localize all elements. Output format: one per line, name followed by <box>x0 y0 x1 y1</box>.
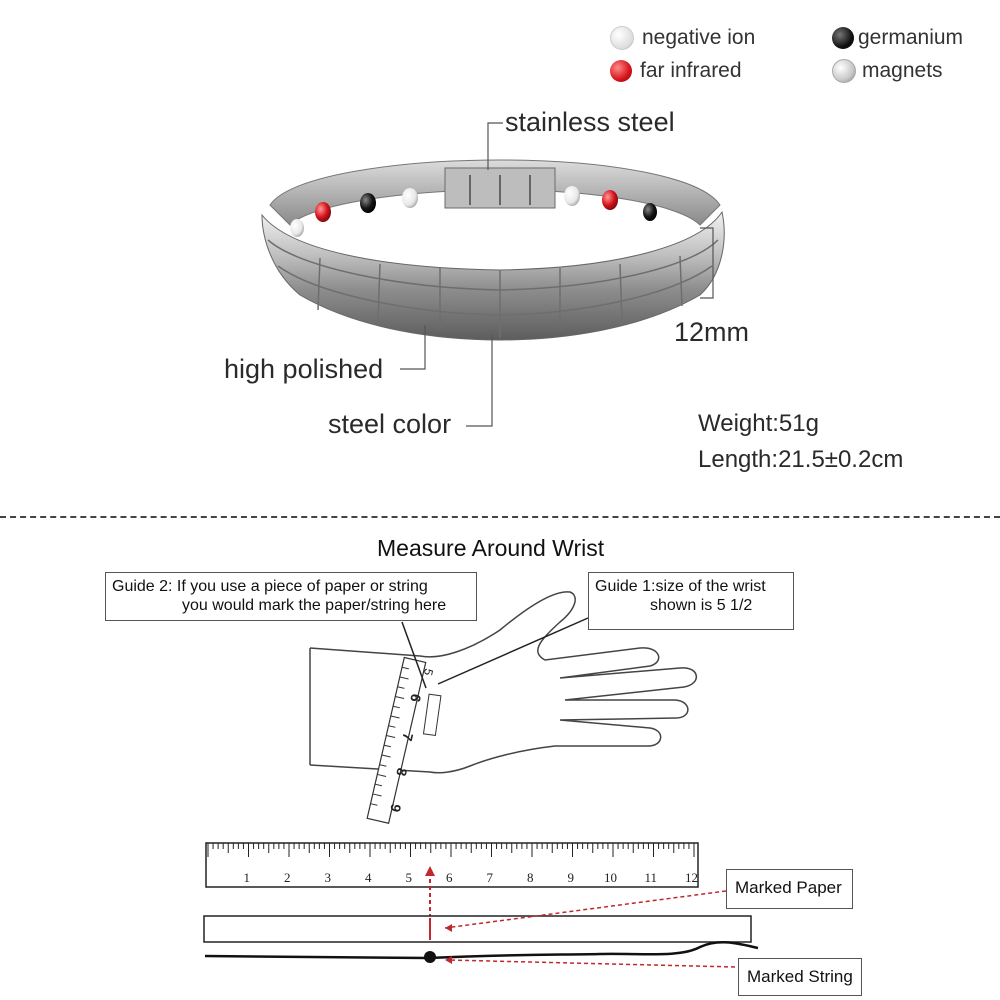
ruler-number: 10 <box>604 870 617 885</box>
ruler-number: 12 <box>685 870 698 885</box>
legend-germanium: germanium <box>832 26 963 50</box>
ruler-number: 6 <box>446 870 453 885</box>
ruler-number: 7 <box>486 870 494 885</box>
bracelet-illustration <box>261 122 725 427</box>
high-polished-callout: high polished <box>224 354 384 384</box>
negative-ion-dot-icon <box>610 26 634 50</box>
steel-color-callout: steel color <box>328 409 452 439</box>
stainless-steel-callout: stainless steel <box>505 107 675 137</box>
guide-2-box: Guide 2: If you use a piece of paper or … <box>105 572 477 621</box>
weight-spec: Weight:51g <box>698 410 819 437</box>
marked-paper-box: Marked Paper <box>726 869 853 909</box>
measure-illustration <box>203 591 759 968</box>
ruler-number: 8 <box>527 870 534 885</box>
ruler-number: 1 <box>243 870 251 885</box>
guide-1-line-2: shown is 5 1/2 <box>650 597 753 614</box>
length-spec: Length:21.5±0.2cm <box>698 446 904 473</box>
legend-magnets: magnets <box>832 59 943 83</box>
far-infrared-dot-icon <box>610 60 632 82</box>
guide-2-line-1: Guide 2: If you use a piece of paper or … <box>112 578 428 595</box>
guide-1-box: Guide 1:size of the wrist shown is 5 1/2 <box>588 572 794 630</box>
ruler-number: 11 <box>644 870 658 885</box>
ruler-number: 2 <box>284 870 291 885</box>
germanium-dot-icon <box>832 27 854 49</box>
legend-label: magnets <box>862 59 943 82</box>
ruler-number: 5 <box>405 870 413 885</box>
legend-label: far infrared <box>640 59 742 82</box>
ruler-number: 4 <box>365 870 372 885</box>
legend-label: germanium <box>858 26 964 49</box>
section-divider <box>0 516 1000 518</box>
guide-2-line-2: you would mark the paper/string here <box>182 597 447 614</box>
ruler-number: 9 <box>567 870 575 885</box>
width-callout: 12mm <box>674 317 750 347</box>
guide-1-line-1: Guide 1:size of the wrist <box>595 578 766 595</box>
ruler-number: 3 <box>324 870 332 885</box>
legend-label: negative ion <box>642 26 756 49</box>
marked-string-box: Marked String <box>738 958 862 996</box>
legend-far-infrared: far infrared <box>610 59 742 83</box>
measure-title: Measure Around Wrist <box>377 535 605 561</box>
magnets-dot-icon <box>832 59 856 83</box>
legend-negative-ion: negative ion <box>610 26 755 50</box>
